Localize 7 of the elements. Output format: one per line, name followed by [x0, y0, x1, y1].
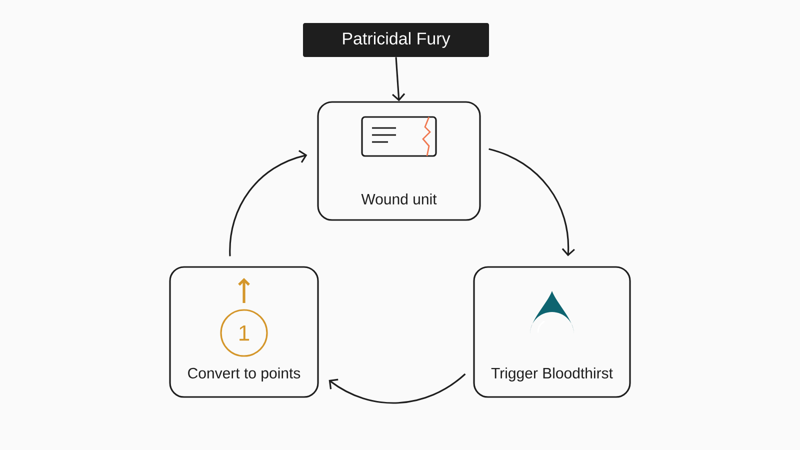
- title-box: Patricidal Fury: [303, 23, 489, 57]
- arrow: [229, 150, 308, 256]
- step-box: Wound unit: [317, 101, 481, 221]
- arrow: [488, 148, 575, 256]
- arrow: [392, 57, 406, 102]
- arrow: [328, 373, 466, 404]
- step-box: Trigger Bloodthirst: [473, 266, 631, 398]
